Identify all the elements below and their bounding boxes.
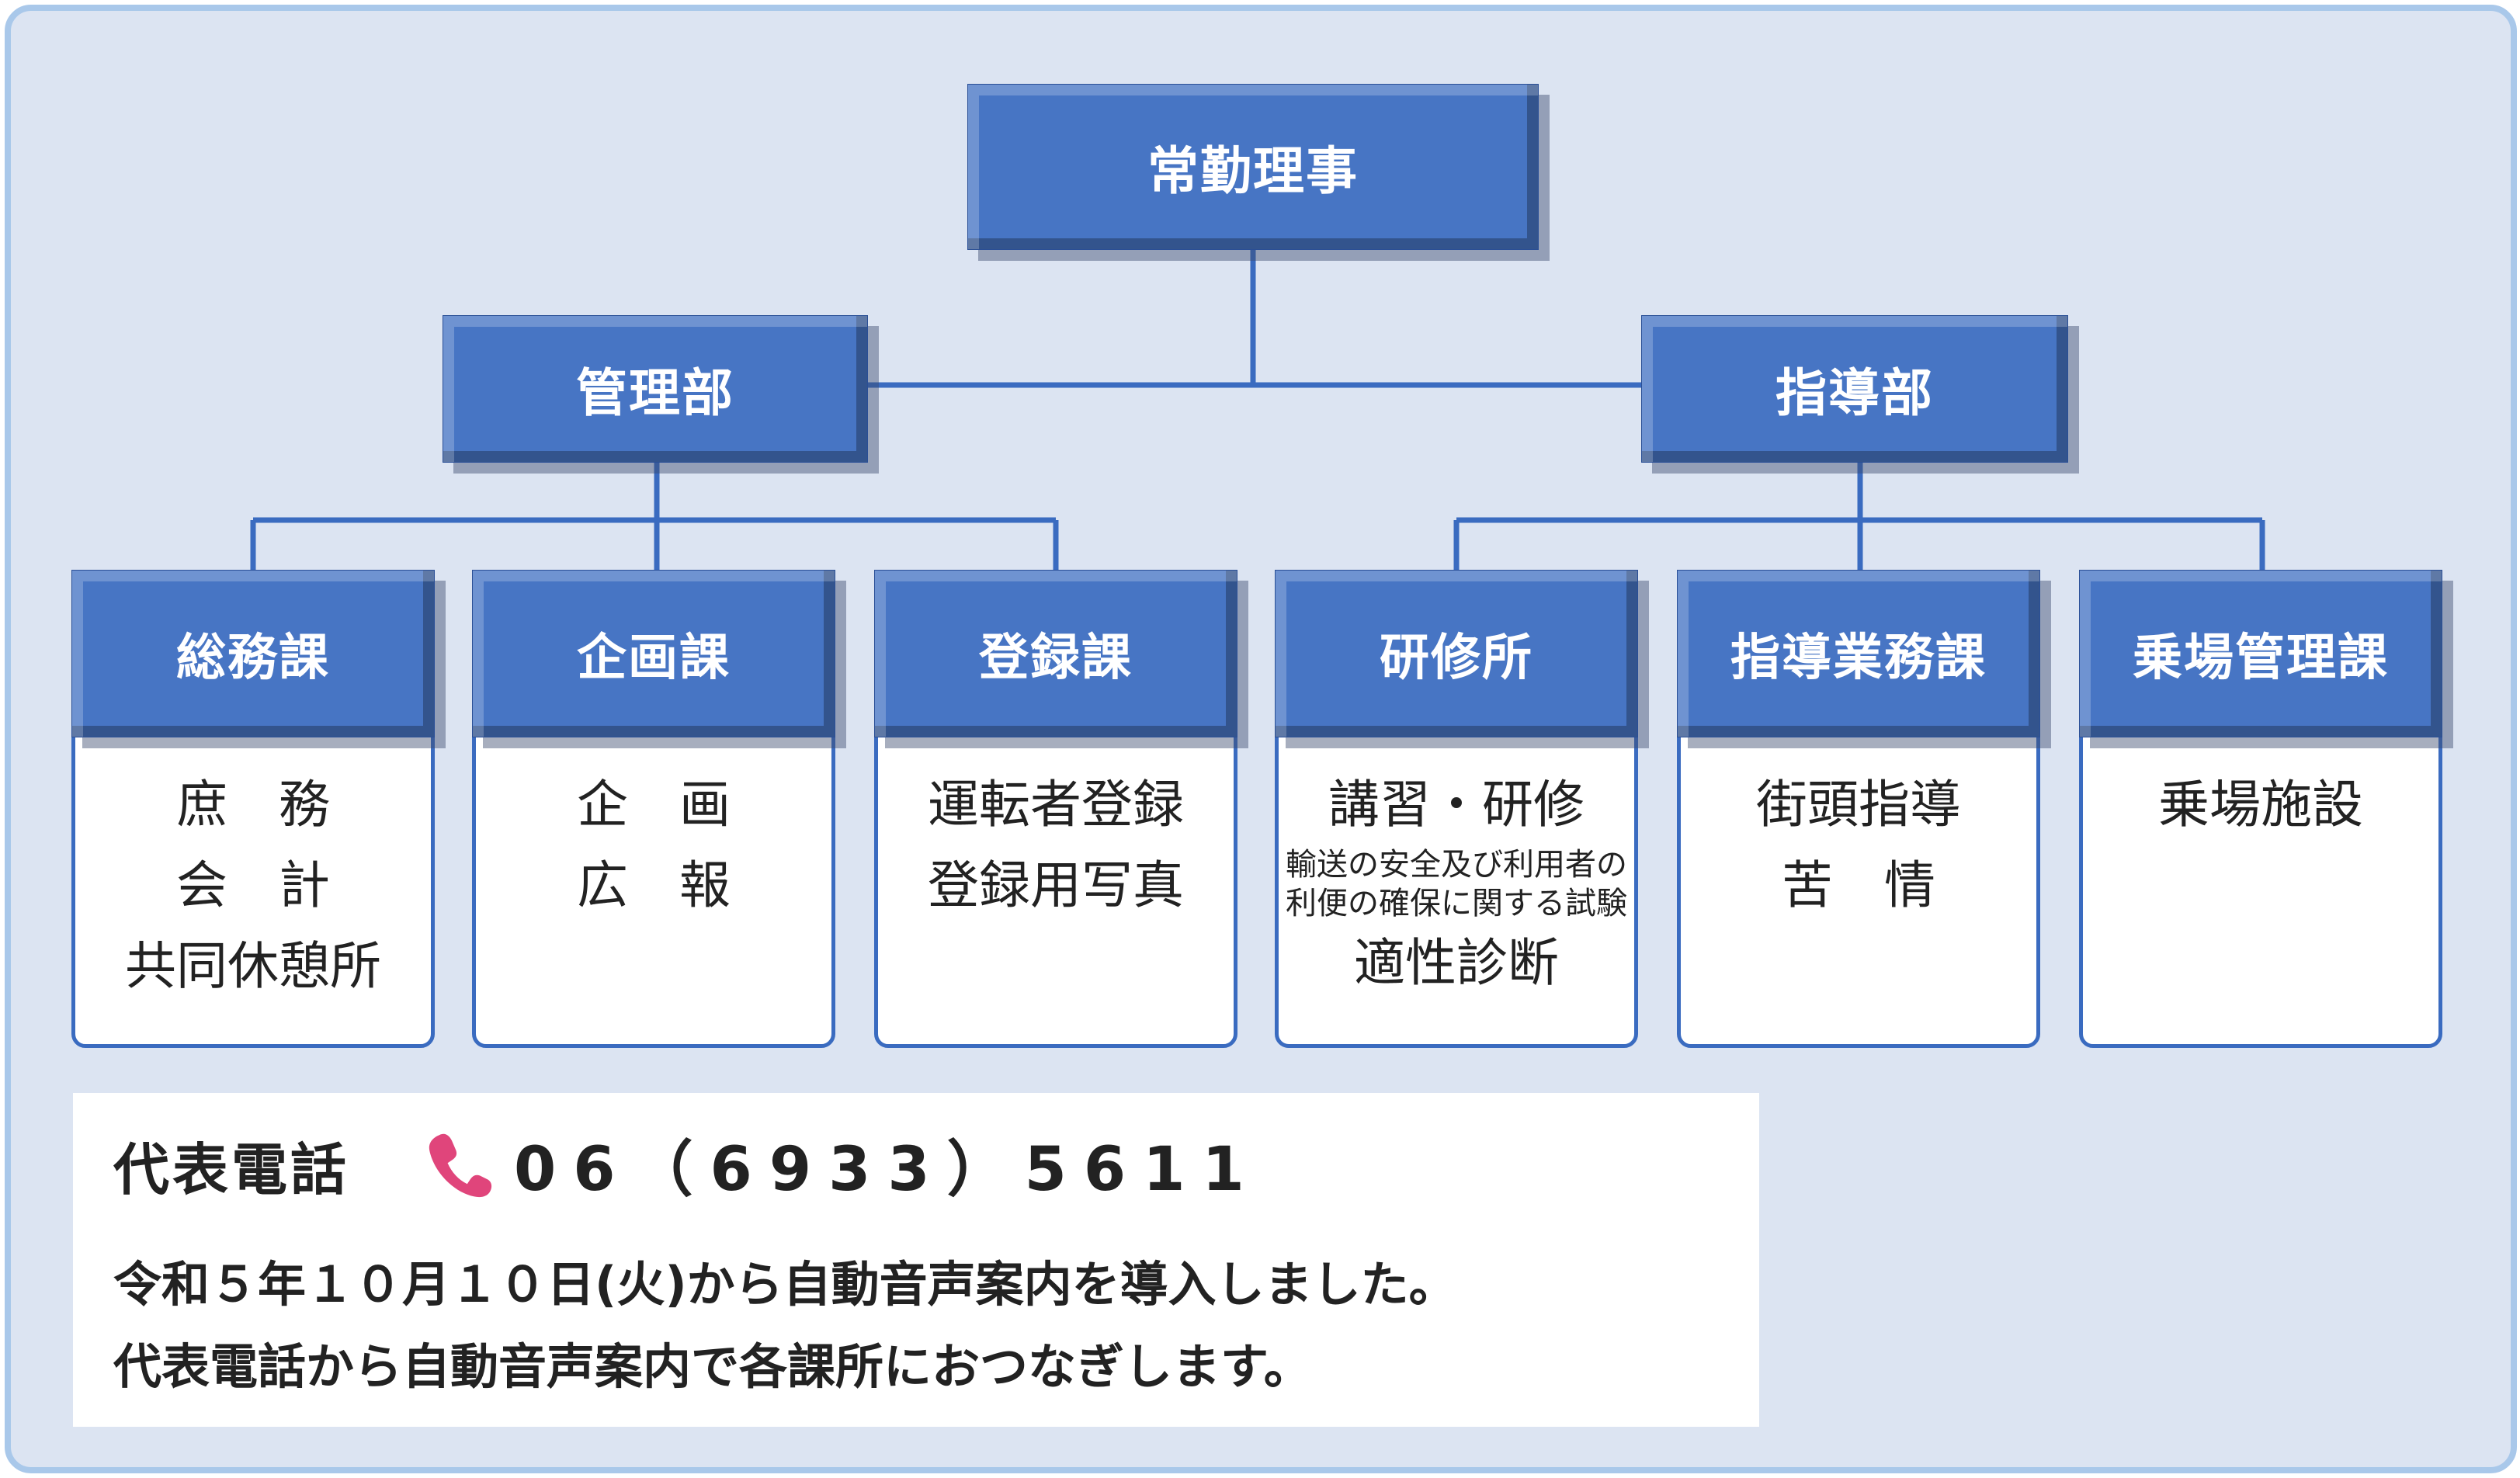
executive-director-box: 常勤理事 [967,84,1539,250]
contact-panel: 代表電話 06（6933）5611 令和５年１０月１０日(火)から自動音声案内を… [73,1093,1759,1427]
duty-item-small: 利便の確保に関する試験 [1286,886,1627,921]
unit-box: 指導業務課 [1677,570,2040,737]
duty-item: 共同休憩所 [125,936,381,996]
department-box-guidance: 指導部 [1641,315,2068,463]
duty-item: 講習・研修 [1328,775,1585,834]
duty-item: 登録用写真 [928,855,1184,915]
phone-number[interactable]: 06（6933）5611 [514,1135,1262,1205]
unit-label: 研修所 [1380,630,1533,687]
duty-item: 街頭指導 [1756,775,1961,834]
unit-duties-card: 乗場施設 [2079,714,2442,1048]
notice-line-1: 令和５年１０月１０日(火)から自動音声案内を導入しました。 [113,1256,1457,1313]
duty-item: 会 計 [176,855,330,915]
unit-label: 登録課 [979,630,1133,687]
phone-label: 代表電話 [113,1136,350,1202]
unit-duties-card: 運転者登録 登録用写真 [874,714,1237,1048]
unit-label: 乗場管理課 [2133,630,2389,687]
unit-duties-card: 街頭指導 苦 情 [1677,714,2040,1048]
unit-duties-card: 庶 務 会 計 共同休憩所 [71,714,435,1048]
unit-label: 企画課 [577,630,731,687]
unit-box: 登録課 [874,570,1237,737]
department-label: 管理部 [576,363,734,423]
unit-box: 総務課 [71,570,435,737]
unit-box: 企画課 [472,570,835,737]
duty-item: 適性診断 [1354,933,1559,993]
unit-duties-card: 講習・研修 輸送の安全及び利用者の 利便の確保に関する試験 適性診断 [1275,714,1638,1048]
unit-duties-card: 企 画 広 報 [472,714,835,1048]
duty-item: 庶 務 [176,775,330,834]
unit-box: 乗場管理課 [2079,570,2442,737]
duty-item: 乗場施設 [2158,775,2363,834]
notice-line-2: 代表電話から自動音声案内で各課所におつなぎします。 [113,1338,1312,1395]
duty-item: 広 報 [577,855,731,915]
unit-label: 指導業務課 [1730,630,1987,687]
executive-director-label: 常勤理事 [1147,141,1359,201]
department-label: 指導部 [1775,363,1934,423]
unit-box: 研修所 [1275,570,1638,737]
department-box-admin: 管理部 [443,315,868,463]
phone-icon [429,1133,492,1198]
duty-item-small: 輸送の安全及び利用者の [1286,847,1627,883]
duty-item: 運転者登録 [928,775,1184,834]
duty-item: 苦 情 [1782,855,1935,915]
duty-item: 企 画 [577,775,731,834]
phone-row: 代表電話 06（6933）5611 [113,1126,1262,1205]
unit-label: 総務課 [176,630,330,687]
